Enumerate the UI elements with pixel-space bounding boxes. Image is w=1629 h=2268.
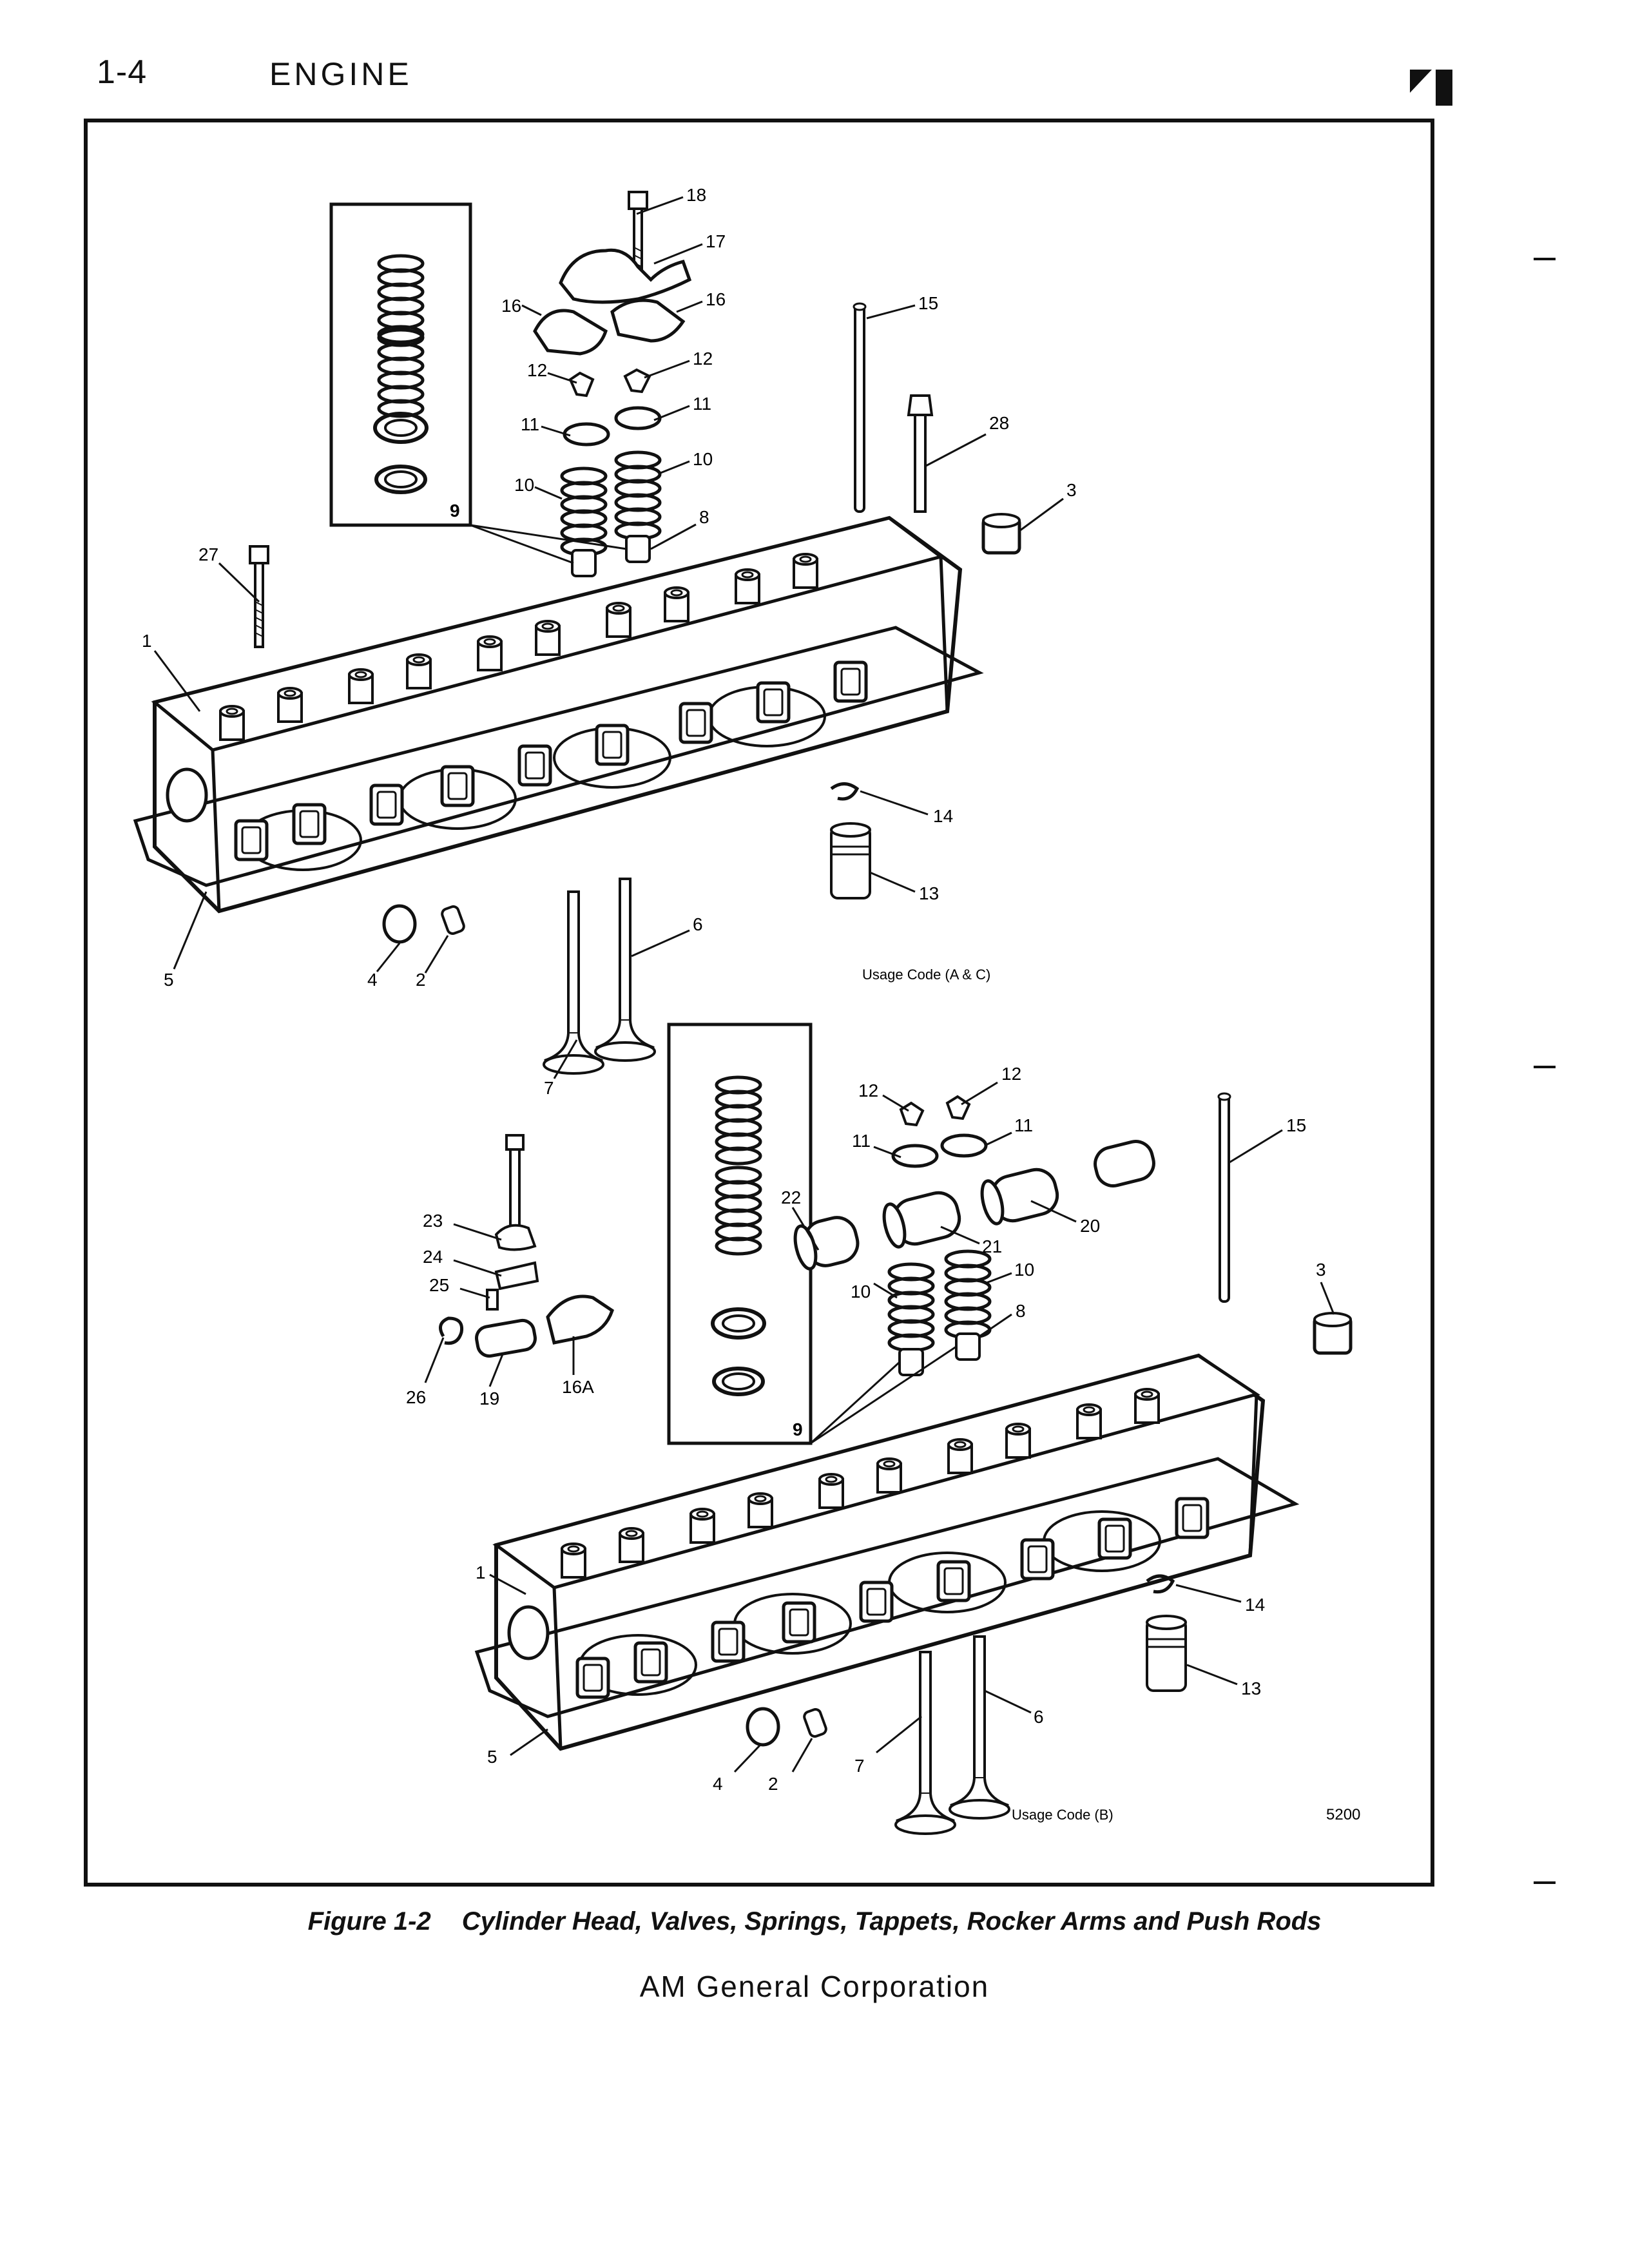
callout-10: 10: [1014, 1260, 1034, 1280]
callout-2: 2: [768, 1774, 778, 1794]
callout-11: 11: [852, 1131, 871, 1151]
svg-text:9: 9: [450, 501, 460, 521]
callout-13: 13: [1241, 1678, 1261, 1698]
inset-spring-detail-bottom: 9: [667, 1023, 813, 1445]
callout-4: 4: [367, 970, 378, 990]
callout-7: 7: [544, 1078, 554, 1098]
callout-11: 11: [693, 394, 711, 414]
margin-tick: [1534, 1881, 1556, 1884]
inset-spring-detail-top: 9: [329, 202, 472, 527]
plug-3-top: [981, 513, 1021, 555]
callout-22: 22: [781, 1187, 801, 1207]
figure-illustration: 9: [84, 119, 1434, 1887]
rocker-parts-top: [533, 191, 692, 577]
rocker-shaft-spacers: [793, 1140, 1155, 1271]
callout-16A: 16A: [562, 1377, 594, 1397]
page-number: 1-4: [97, 53, 148, 91]
callout-8: 8: [699, 507, 709, 527]
rocker-arm-parts-bottom: [439, 1134, 614, 1358]
callout-11: 11: [521, 414, 539, 434]
callout-1: 1: [476, 1562, 486, 1582]
usage-code-top: Usage Code (A & C): [862, 966, 990, 983]
section-title: ENGINE: [269, 56, 412, 92]
figure-frame: [84, 119, 1434, 1887]
callout-10: 10: [514, 475, 534, 495]
usage-code-bottom: Usage Code (B): [1012, 1807, 1113, 1823]
cylinder-head-bottom: [474, 1353, 1300, 1751]
figure-number: Figure 1-2: [307, 1907, 431, 1936]
callout-10: 10: [851, 1282, 871, 1302]
callout-16: 16: [501, 296, 521, 316]
callout-8: 8: [1016, 1301, 1026, 1321]
callout-12: 12: [693, 349, 713, 369]
callout-24: 24: [423, 1247, 443, 1267]
callout-5: 5: [164, 970, 174, 990]
callout-11: 11: [1014, 1115, 1033, 1135]
bottom-assembly: 9: [424, 1023, 1353, 1835]
svg-text:9: 9: [793, 1419, 803, 1439]
callout-23: 23: [423, 1211, 443, 1231]
callout-12: 12: [858, 1081, 878, 1100]
callout-13: 13: [919, 883, 939, 903]
callout-15: 15: [918, 293, 938, 313]
corporation-name: AM General Corporation: [639, 1970, 990, 2003]
margin-tick: [1534, 258, 1556, 260]
plug-3-bottom: [1313, 1312, 1353, 1355]
callout-5: 5: [487, 1747, 497, 1767]
callout-14: 14: [933, 806, 953, 826]
top-callout-labels: 18 17 16 16 12 12 11 11 10 10 9 8 15 28 …: [142, 185, 1077, 1098]
drawing-number: 5200: [1326, 1806, 1360, 1823]
callout-25: 25: [429, 1275, 449, 1295]
callout-20: 20: [1080, 1216, 1100, 1236]
top-assembly: 9: [133, 191, 1064, 1079]
figure-caption: Figure 1-2 Cylinder Head, Valves, Springs…: [0, 1907, 1629, 1936]
callout-12: 12: [1001, 1064, 1021, 1084]
callout-6: 6: [693, 914, 703, 934]
callout-7: 7: [854, 1756, 865, 1776]
callout-3: 3: [1066, 480, 1077, 500]
callout-15: 15: [1286, 1115, 1306, 1135]
callout-21: 21: [982, 1236, 1002, 1256]
callout-6: 6: [1034, 1707, 1044, 1727]
figure-title: Cylinder Head, Valves, Springs, Tappets,…: [461, 1907, 1322, 1936]
stud-28: [907, 394, 934, 513]
callout-28: 28: [989, 413, 1009, 433]
cylinder-head-top: [133, 515, 984, 914]
callout-27: 27: [198, 544, 218, 564]
publisher-logo-mark: [1410, 70, 1452, 106]
callout-12: 12: [527, 360, 547, 380]
margin-tick: [1534, 1066, 1556, 1068]
callout-26: 26: [406, 1387, 426, 1407]
callout-17: 17: [706, 231, 726, 251]
callout-19: 19: [479, 1389, 499, 1408]
callout-2: 2: [416, 970, 426, 990]
callout-16: 16: [706, 289, 726, 309]
callout-1: 1: [142, 631, 152, 651]
callout-4: 4: [713, 1774, 723, 1794]
callout-14: 14: [1245, 1595, 1265, 1615]
bottom-callout-labels: 12 12 11 11 15 22 21 20 23 24 25 26 19 1…: [406, 1064, 1326, 1794]
callout-3: 3: [1316, 1260, 1326, 1280]
callout-10: 10: [693, 449, 713, 469]
callout-18: 18: [686, 185, 706, 205]
